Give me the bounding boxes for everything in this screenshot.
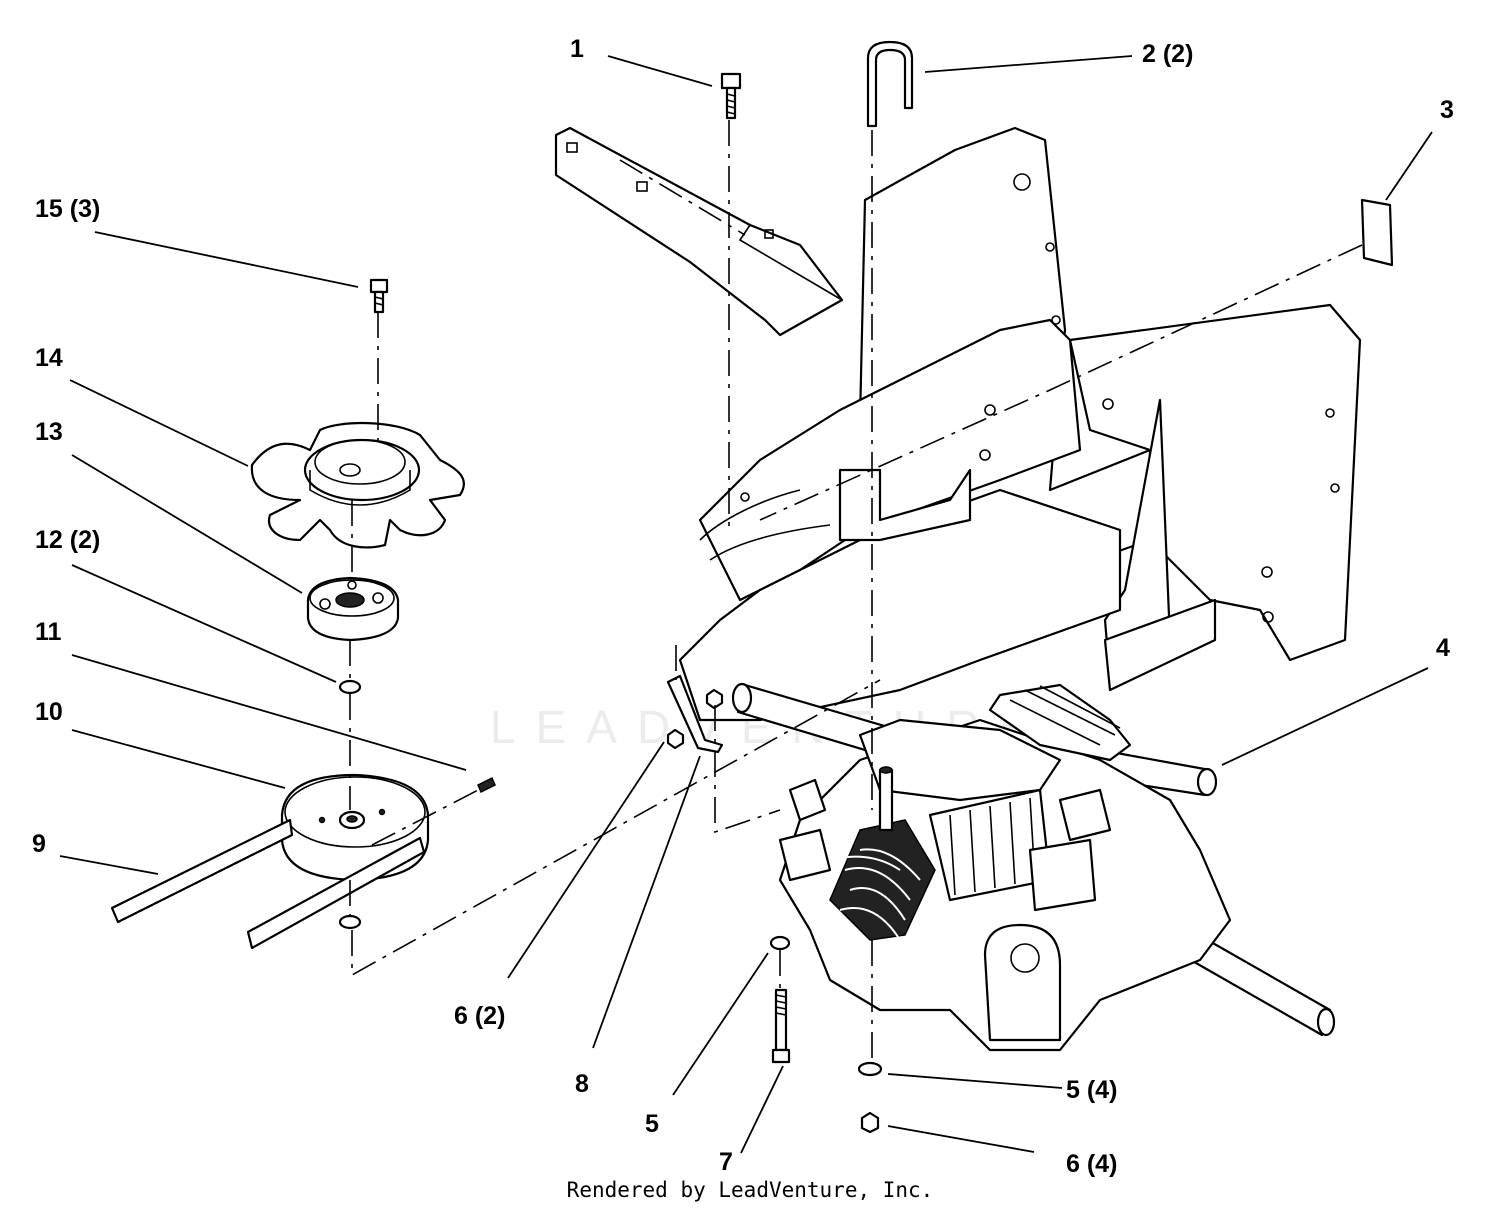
part-6-nut-set (860, 1111, 880, 1134)
transaxle-cooling-fan (829, 766, 936, 941)
callout-14: 14 (35, 344, 63, 372)
part-5-washer-set (857, 1061, 883, 1077)
callout-4: 4 (1436, 634, 1450, 662)
callout-9: 9 (32, 830, 46, 858)
part-12-washer-lower (338, 914, 362, 930)
assembly-lines (349, 120, 1363, 1060)
part-4-transaxle (731, 682, 1336, 1052)
part-13-hub (306, 576, 400, 642)
part-1-bolt (720, 72, 742, 120)
part-5-washer (769, 935, 791, 951)
callout-5: 5 (645, 1110, 659, 1138)
callout-7: 7 (719, 1148, 733, 1176)
callout-5-4: 5 (4) (1066, 1076, 1117, 1104)
callout-3: 3 (1440, 96, 1454, 124)
part-3-decal (1360, 198, 1394, 267)
part-11-set-screw (477, 776, 496, 794)
callout-8: 8 (575, 1070, 589, 1098)
callout-12-2: 12 (2) (35, 526, 100, 554)
part-10-pulley (280, 773, 430, 882)
part-6-nut-b (666, 728, 685, 750)
frame-assembly (678, 126, 1362, 722)
callout-6-2: 6 (2) (454, 1002, 505, 1030)
part-2-u-bolt (866, 40, 914, 128)
part-9-belt (110, 818, 426, 950)
part-14-fan (250, 421, 465, 549)
callout-15-3: 15 (3) (35, 195, 100, 223)
part-8-link (666, 674, 724, 754)
callout-6-4: 6 (4) (1066, 1150, 1117, 1178)
callout-1: 1 (570, 35, 584, 63)
callout-labels: 1 2 (2) 3 4 5 (4) 5 6 (2) 6 (4) 7 8 9 10… (32, 35, 1454, 1178)
part-7-bolt (771, 988, 791, 1064)
part-6-nut-a (705, 688, 724, 710)
callout-10: 10 (35, 698, 63, 726)
bracket-plate (554, 126, 844, 337)
leader-lines (59, 55, 1433, 1154)
footer-credit: Rendered by LeadVenture, Inc. (566, 1178, 934, 1202)
callout-13: 13 (35, 418, 63, 446)
part-12-washer-upper (338, 679, 362, 695)
part-15-screw (369, 278, 389, 314)
callout-11: 11 (35, 618, 62, 646)
callout-2: 2 (2) (1142, 40, 1193, 68)
